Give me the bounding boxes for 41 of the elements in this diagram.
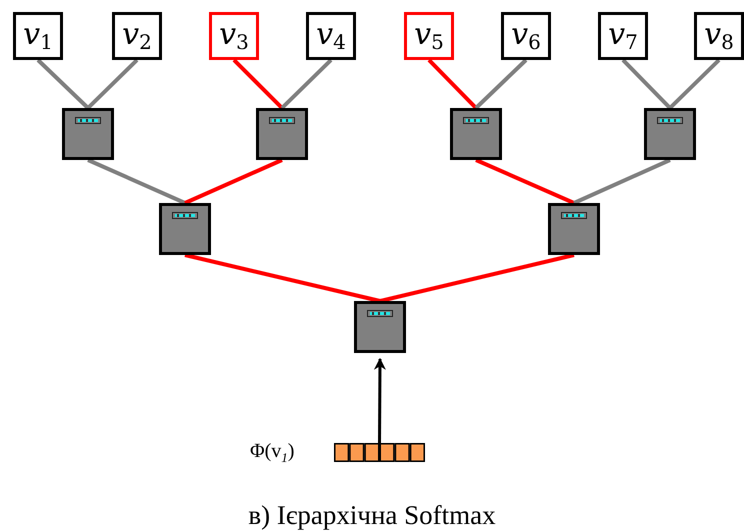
tree-connector xyxy=(87,158,186,205)
tree-connector xyxy=(475,158,575,205)
word-box xyxy=(13,12,63,60)
inner-node-box xyxy=(256,108,308,160)
tree-connector xyxy=(380,253,574,303)
arrow xyxy=(374,358,386,444)
tree-connector xyxy=(474,58,528,110)
word-label: v$_{6}$ xyxy=(511,20,541,52)
word-label: v$_{4}$ xyxy=(316,20,346,52)
tree-connector xyxy=(668,58,720,110)
word-box xyxy=(694,12,744,60)
tree-connector xyxy=(184,158,283,205)
inner-node-box xyxy=(159,203,211,255)
tree-connector xyxy=(232,58,284,110)
tree-connector xyxy=(428,58,478,110)
inner-node-box xyxy=(450,108,502,160)
tree-connector xyxy=(622,58,672,110)
inner-node-box xyxy=(62,108,114,160)
tree-connector xyxy=(36,58,90,110)
inner-node-box xyxy=(548,203,600,255)
word-label: v$_{7}$ xyxy=(608,20,638,52)
word-box xyxy=(306,12,356,60)
word-box xyxy=(501,12,551,60)
embedding-vector xyxy=(334,443,425,462)
tree-connector xyxy=(184,253,380,303)
word-box xyxy=(209,12,259,60)
inner-node-box xyxy=(354,301,406,353)
tree-connector xyxy=(280,58,332,110)
word-label: v$_{5}$ xyxy=(414,20,444,52)
word-box xyxy=(598,12,648,60)
word-box xyxy=(404,12,454,60)
word-label: v$_{2}$ xyxy=(122,20,152,52)
word-label: v$_{1}$ xyxy=(23,20,53,52)
inner-node-box xyxy=(644,108,696,160)
word-label: v$_{3}$ xyxy=(219,20,249,52)
tree-connector xyxy=(86,58,138,110)
tree-connector xyxy=(573,158,671,205)
word-label: v$_{8}$ xyxy=(704,20,734,52)
vector-label: Φ(v$_{1}$) xyxy=(250,440,294,466)
caption: в) Ієрархічна Softmax xyxy=(247,500,497,531)
word-box xyxy=(112,12,162,60)
